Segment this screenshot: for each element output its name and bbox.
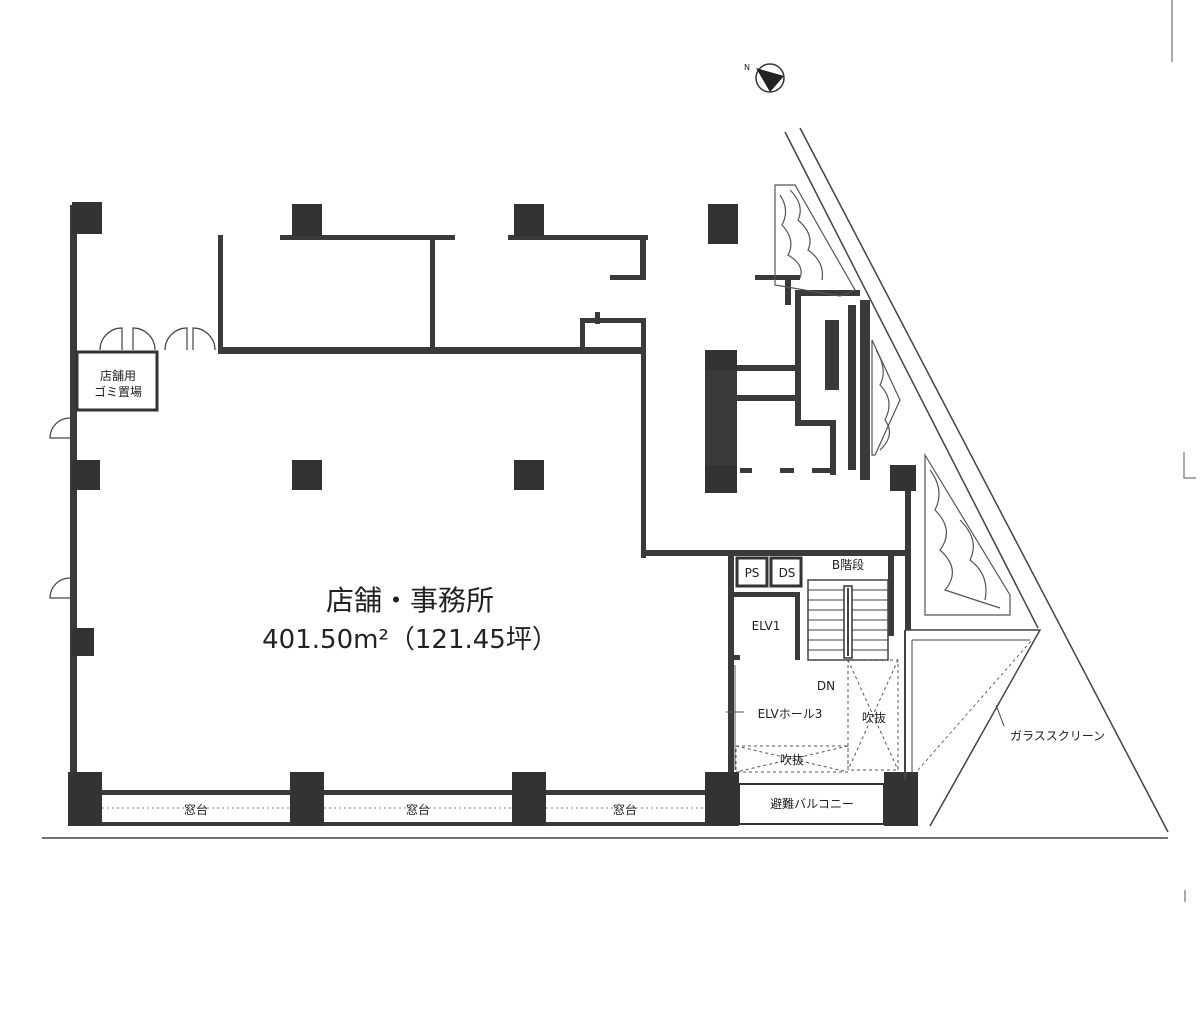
north-arrow-icon: N (744, 63, 785, 93)
column (705, 350, 737, 370)
elv-hall: ELVホール3 (726, 665, 822, 770)
stair-treads (807, 579, 889, 661)
stairs-down-label: DN (817, 679, 835, 693)
column (884, 772, 918, 826)
column (72, 202, 102, 234)
elv1-label: ELV1 (752, 619, 781, 633)
main-room-area: 401.50m²（121.45坪） (262, 625, 558, 655)
main-room-label: 店舗・事務所 (326, 584, 494, 617)
window-sill-label: 窓台 (613, 802, 637, 817)
column (292, 460, 322, 490)
column (705, 465, 737, 493)
trash-room-label-2: ゴミ置場 (94, 384, 142, 399)
column (705, 772, 739, 826)
void-label: 吹抜 (862, 711, 886, 725)
column (72, 628, 94, 656)
column (68, 772, 102, 826)
double-door-icon (99, 327, 216, 351)
ds-label: DS (779, 566, 796, 580)
site-boundary-diagonal (799, 127, 1169, 833)
north-label: N (744, 63, 750, 72)
planting-area (774, 184, 1011, 616)
column (290, 772, 324, 826)
side-door-icon (49, 417, 71, 599)
trash-room-label-1: 店舗用 (100, 369, 136, 383)
column (512, 772, 546, 826)
void-label: 吹抜 (780, 753, 804, 767)
void-area (735, 659, 899, 773)
column (514, 204, 544, 236)
elv-hall-label: ELVホール3 (758, 707, 823, 721)
column (72, 460, 100, 490)
structural-columns (68, 202, 918, 826)
ps-label: PS (745, 566, 760, 580)
column (708, 204, 738, 244)
window-sills: 窓台 窓台 窓台 (102, 802, 705, 817)
window-sill-label: 窓台 (184, 802, 208, 817)
window-sill-label: 窓台 (406, 802, 430, 817)
glass-screen (904, 629, 1042, 827)
column (292, 204, 322, 236)
evacuation-balcony: 避難バルコニー (738, 783, 885, 825)
page-mark-right (1183, 452, 1196, 479)
exterior-walls (70, 205, 911, 826)
trash-room: 店舗用 ゴミ置場 (75, 350, 159, 412)
column (514, 460, 544, 490)
column (890, 465, 916, 491)
core-shafts: PS DS B階段 ELV1 (735, 556, 864, 633)
site-boundary-diagonal-inner (784, 131, 1039, 629)
evacuation-balcony-label: 避難バルコニー (770, 796, 854, 811)
stairs-label: B階段 (832, 557, 864, 572)
glass-screen-label: ガラススクリーン (1010, 729, 1105, 743)
